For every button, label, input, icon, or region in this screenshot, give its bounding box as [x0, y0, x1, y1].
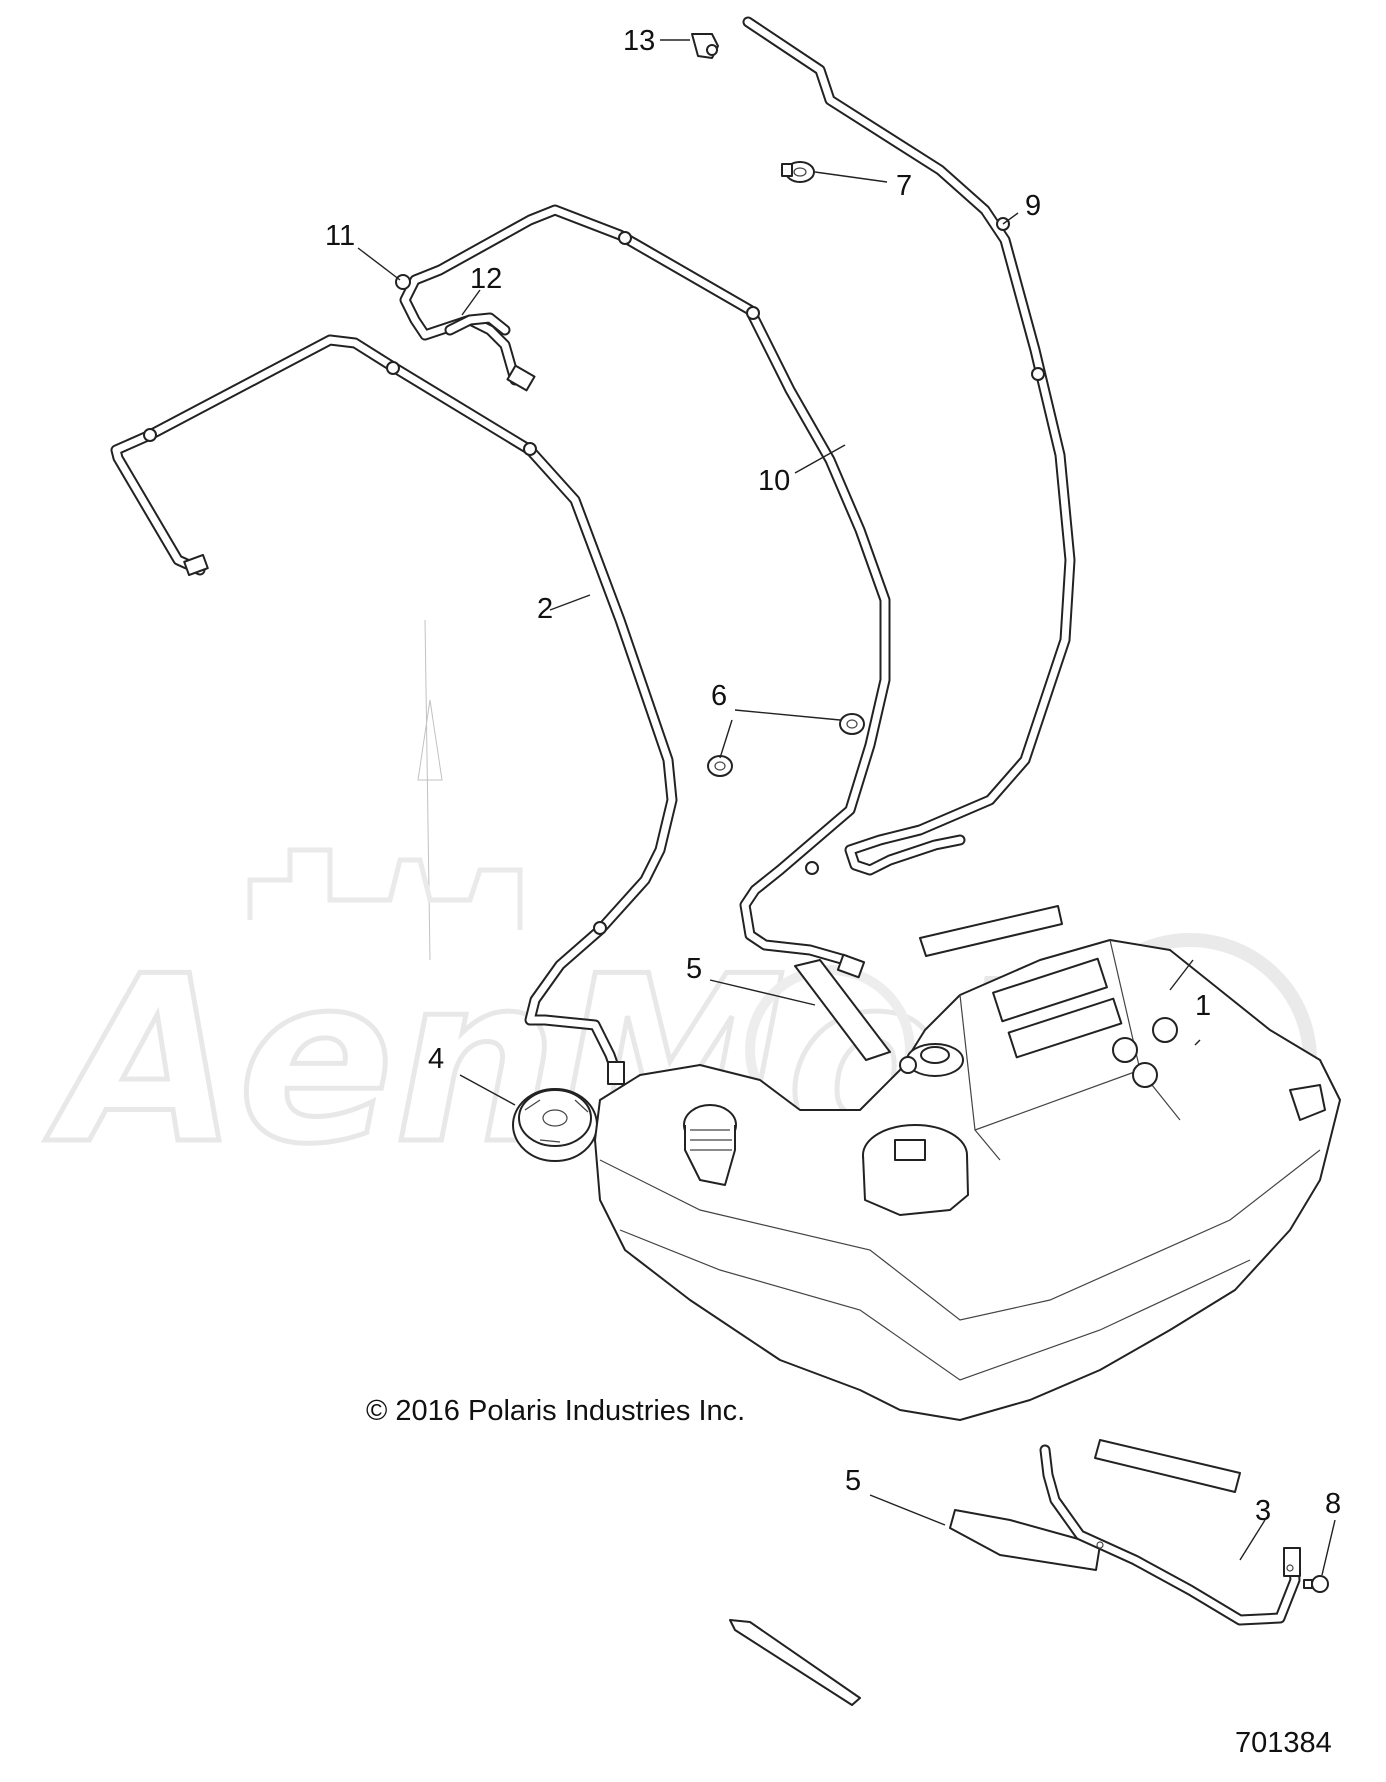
- callout-13: 13: [623, 25, 655, 57]
- callout-5-bottom: 5: [845, 1465, 861, 1497]
- copyright-notice: © 2016 Polaris Industries Inc.: [366, 1395, 745, 1427]
- fuel-tank-1: [594, 939, 1341, 1421]
- fuel-cap-4: [512, 1088, 598, 1162]
- callout-4: 4: [428, 1043, 444, 1075]
- leader-lines: [357, 39, 1336, 1576]
- hose-9: [742, 16, 1076, 876]
- callout-1: 1: [1195, 990, 1211, 1022]
- callout-9: 9: [1025, 190, 1041, 222]
- callout-2: 2: [537, 593, 553, 625]
- bolt-8: [1303, 1575, 1329, 1593]
- callout-7: 7: [896, 170, 912, 202]
- hose-12: [444, 312, 511, 336]
- callout-5-top: 5: [686, 953, 702, 985]
- callout-3: 3: [1255, 1495, 1271, 1527]
- hose-10: [395, 204, 891, 979]
- callout-12: 12: [470, 263, 502, 295]
- clamp-7: [781, 161, 815, 183]
- diagram-part-number: 701384: [1235, 1727, 1332, 1759]
- callout-11: 11: [325, 220, 355, 252]
- callout-8: 8: [1325, 1488, 1341, 1520]
- hose-2: [110, 334, 678, 1085]
- callout-10: 10: [758, 465, 790, 497]
- callout-6: 6: [711, 680, 727, 712]
- strap-3: [1039, 1444, 1301, 1626]
- fitting-13: [691, 33, 719, 59]
- pads-5: [729, 905, 1241, 1706]
